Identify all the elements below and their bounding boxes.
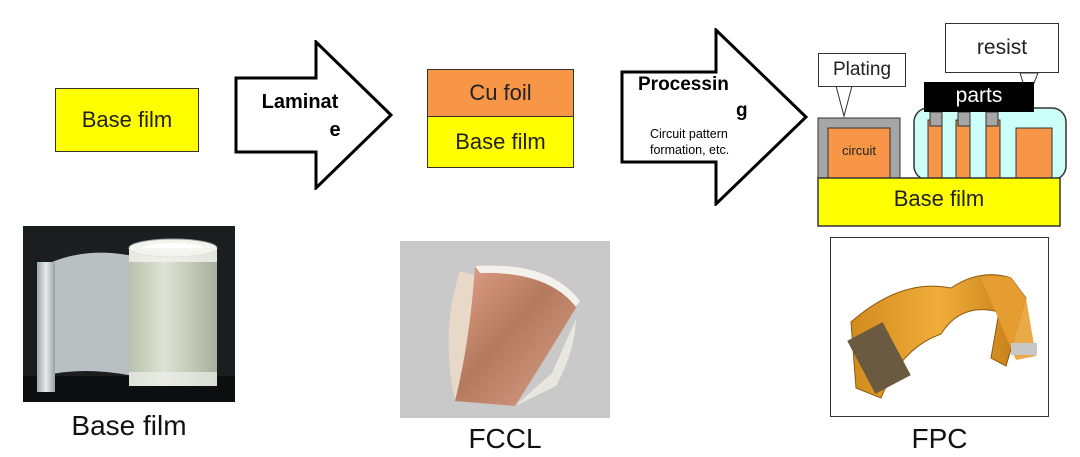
- trace: [985, 119, 1001, 181]
- cu-foil-label: Cu foil: [469, 80, 532, 105]
- fccl-base-film-label: Base film: [455, 129, 546, 154]
- part-lead: [957, 111, 971, 127]
- fpc-base-film: [817, 177, 1061, 227]
- base-film-label: Base film: [81, 107, 173, 132]
- processing-sublabel: Circuit pattern formation, etc.: [650, 126, 760, 158]
- trace: [927, 119, 943, 181]
- circuit-pad: [827, 127, 891, 181]
- plating-label: Plating: [832, 59, 892, 80]
- trace: [1015, 127, 1053, 181]
- processing-label-line1: Processin: [638, 74, 729, 95]
- fpc-base-film-label: Base film: [893, 186, 985, 211]
- fpc-caption: FPC: [911, 423, 968, 454]
- processing-arrow-icon: [620, 28, 809, 206]
- parts-label: parts: [955, 84, 1003, 107]
- processing-label: Processin g: [638, 72, 750, 124]
- circuit-label: circuit: [842, 143, 876, 158]
- fpc-cross-section: [817, 72, 1067, 227]
- part-lead: [985, 111, 999, 127]
- laminate-label-line1: Laminat: [261, 91, 339, 113]
- fccl-photo: [400, 241, 610, 418]
- base-film-photo: [23, 226, 235, 402]
- processing-sublabel-line2: formation, etc.: [650, 143, 730, 157]
- resist-label: resist: [976, 36, 1028, 59]
- part-lead: [929, 111, 943, 127]
- processing-label-line2: g: [736, 100, 748, 121]
- plating-callout: Plating: [818, 53, 906, 87]
- fccl-caption: FCCL: [468, 423, 542, 454]
- cu-foil-box: Cu foil: [427, 69, 574, 117]
- parts-body: [924, 82, 1034, 112]
- base-film-box: Base film: [55, 88, 199, 152]
- processing-sublabel-line1: Circuit pattern: [650, 127, 728, 141]
- laminate-arrow-icon: [234, 40, 394, 190]
- laminate-label-line2: e: [329, 119, 341, 141]
- trace: [955, 119, 971, 181]
- base-film-caption: Base film: [71, 410, 187, 441]
- laminate-label: Laminat e: [250, 88, 350, 144]
- resist-callout: resist: [945, 23, 1059, 73]
- fccl-base-film-box: Base film: [427, 116, 574, 168]
- fpc-photo: [830, 237, 1049, 417]
